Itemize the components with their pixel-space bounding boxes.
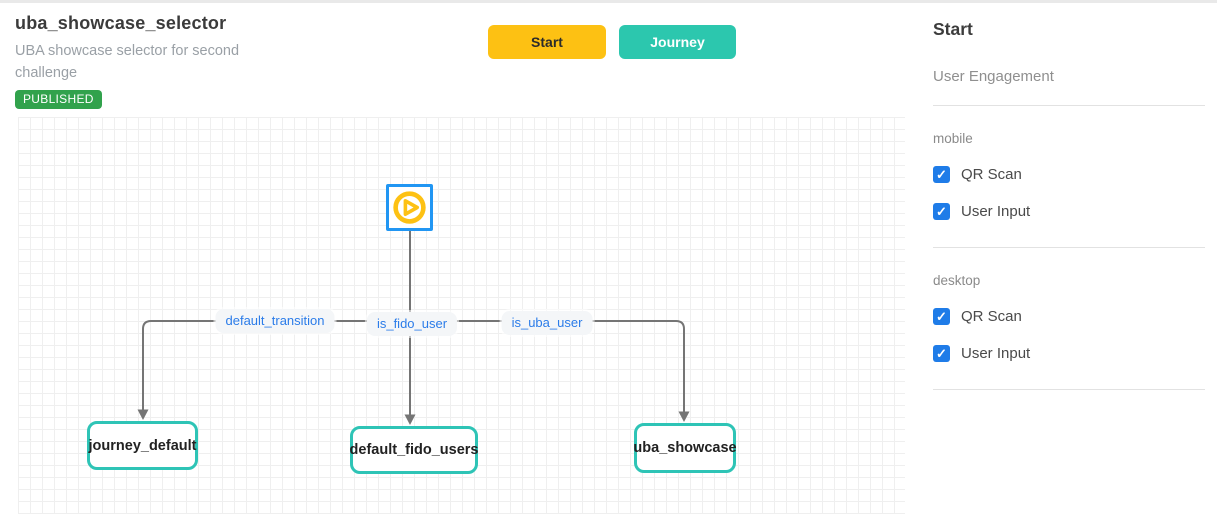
properties-panel: Start User Engagement mobile ✓ QR Scan ✓…: [933, 0, 1205, 390]
node-uba-showcase[interactable]: uba_showcase: [633, 423, 737, 473]
checkbox-row-mobile-user-input[interactable]: ✓ User Input: [933, 203, 1205, 220]
checkbox-row-desktop-qr-scan[interactable]: ✓ QR Scan: [933, 308, 1205, 325]
start-node[interactable]: [386, 184, 433, 231]
divider: [933, 389, 1205, 390]
flow-canvas[interactable]: default_transition is_fido_user is_uba_u…: [18, 117, 905, 514]
edge-label-default-transition[interactable]: default_transition: [215, 309, 335, 333]
section-label-desktop: desktop: [933, 273, 981, 288]
edge-line-default-transition: [142, 320, 410, 410]
checkbox-label: User Input: [961, 203, 1031, 220]
arrowhead-middle: [404, 414, 416, 425]
edge-label-is-uba-user[interactable]: is_uba_user: [501, 311, 593, 335]
edge-label-is-fido-user[interactable]: is_fido_user: [366, 312, 458, 336]
edge-line-is-uba-user: [410, 320, 685, 412]
start-button[interactable]: Start: [488, 25, 606, 59]
page-subtitle: UBA showcase selector for second challen…: [15, 43, 240, 81]
checkbox-checked-icon[interactable]: ✓: [933, 166, 950, 183]
panel-subtitle: User Engagement: [933, 68, 1054, 85]
node-default-fido-users[interactable]: default_fido_users: [350, 426, 478, 474]
status-badge: PUBLISHED: [15, 90, 102, 109]
page-top-border: [0, 0, 1217, 3]
play-icon: [393, 191, 426, 224]
checkbox-checked-icon[interactable]: ✓: [933, 308, 950, 325]
panel-title: Start: [933, 19, 973, 39]
arrowhead-left: [137, 409, 149, 420]
node-journey-default[interactable]: journey_default: [87, 421, 198, 470]
checkbox-label: User Input: [961, 345, 1031, 362]
divider: [933, 105, 1205, 106]
checkbox-checked-icon[interactable]: ✓: [933, 203, 950, 220]
page-title: uba_showcase_selector: [15, 13, 227, 33]
section-label-mobile: mobile: [933, 131, 973, 146]
flow-header: uba_showcase_selector UBA showcase selec…: [15, 13, 257, 109]
divider: [933, 247, 1205, 248]
checkbox-checked-icon[interactable]: ✓: [933, 345, 950, 362]
checkbox-label: QR Scan: [961, 308, 1022, 325]
checkbox-row-mobile-qr-scan[interactable]: ✓ QR Scan: [933, 166, 1205, 183]
checkbox-label: QR Scan: [961, 166, 1022, 183]
journey-button[interactable]: Journey: [619, 25, 736, 59]
checkbox-row-desktop-user-input[interactable]: ✓ User Input: [933, 345, 1205, 362]
arrowhead-right: [678, 411, 690, 422]
